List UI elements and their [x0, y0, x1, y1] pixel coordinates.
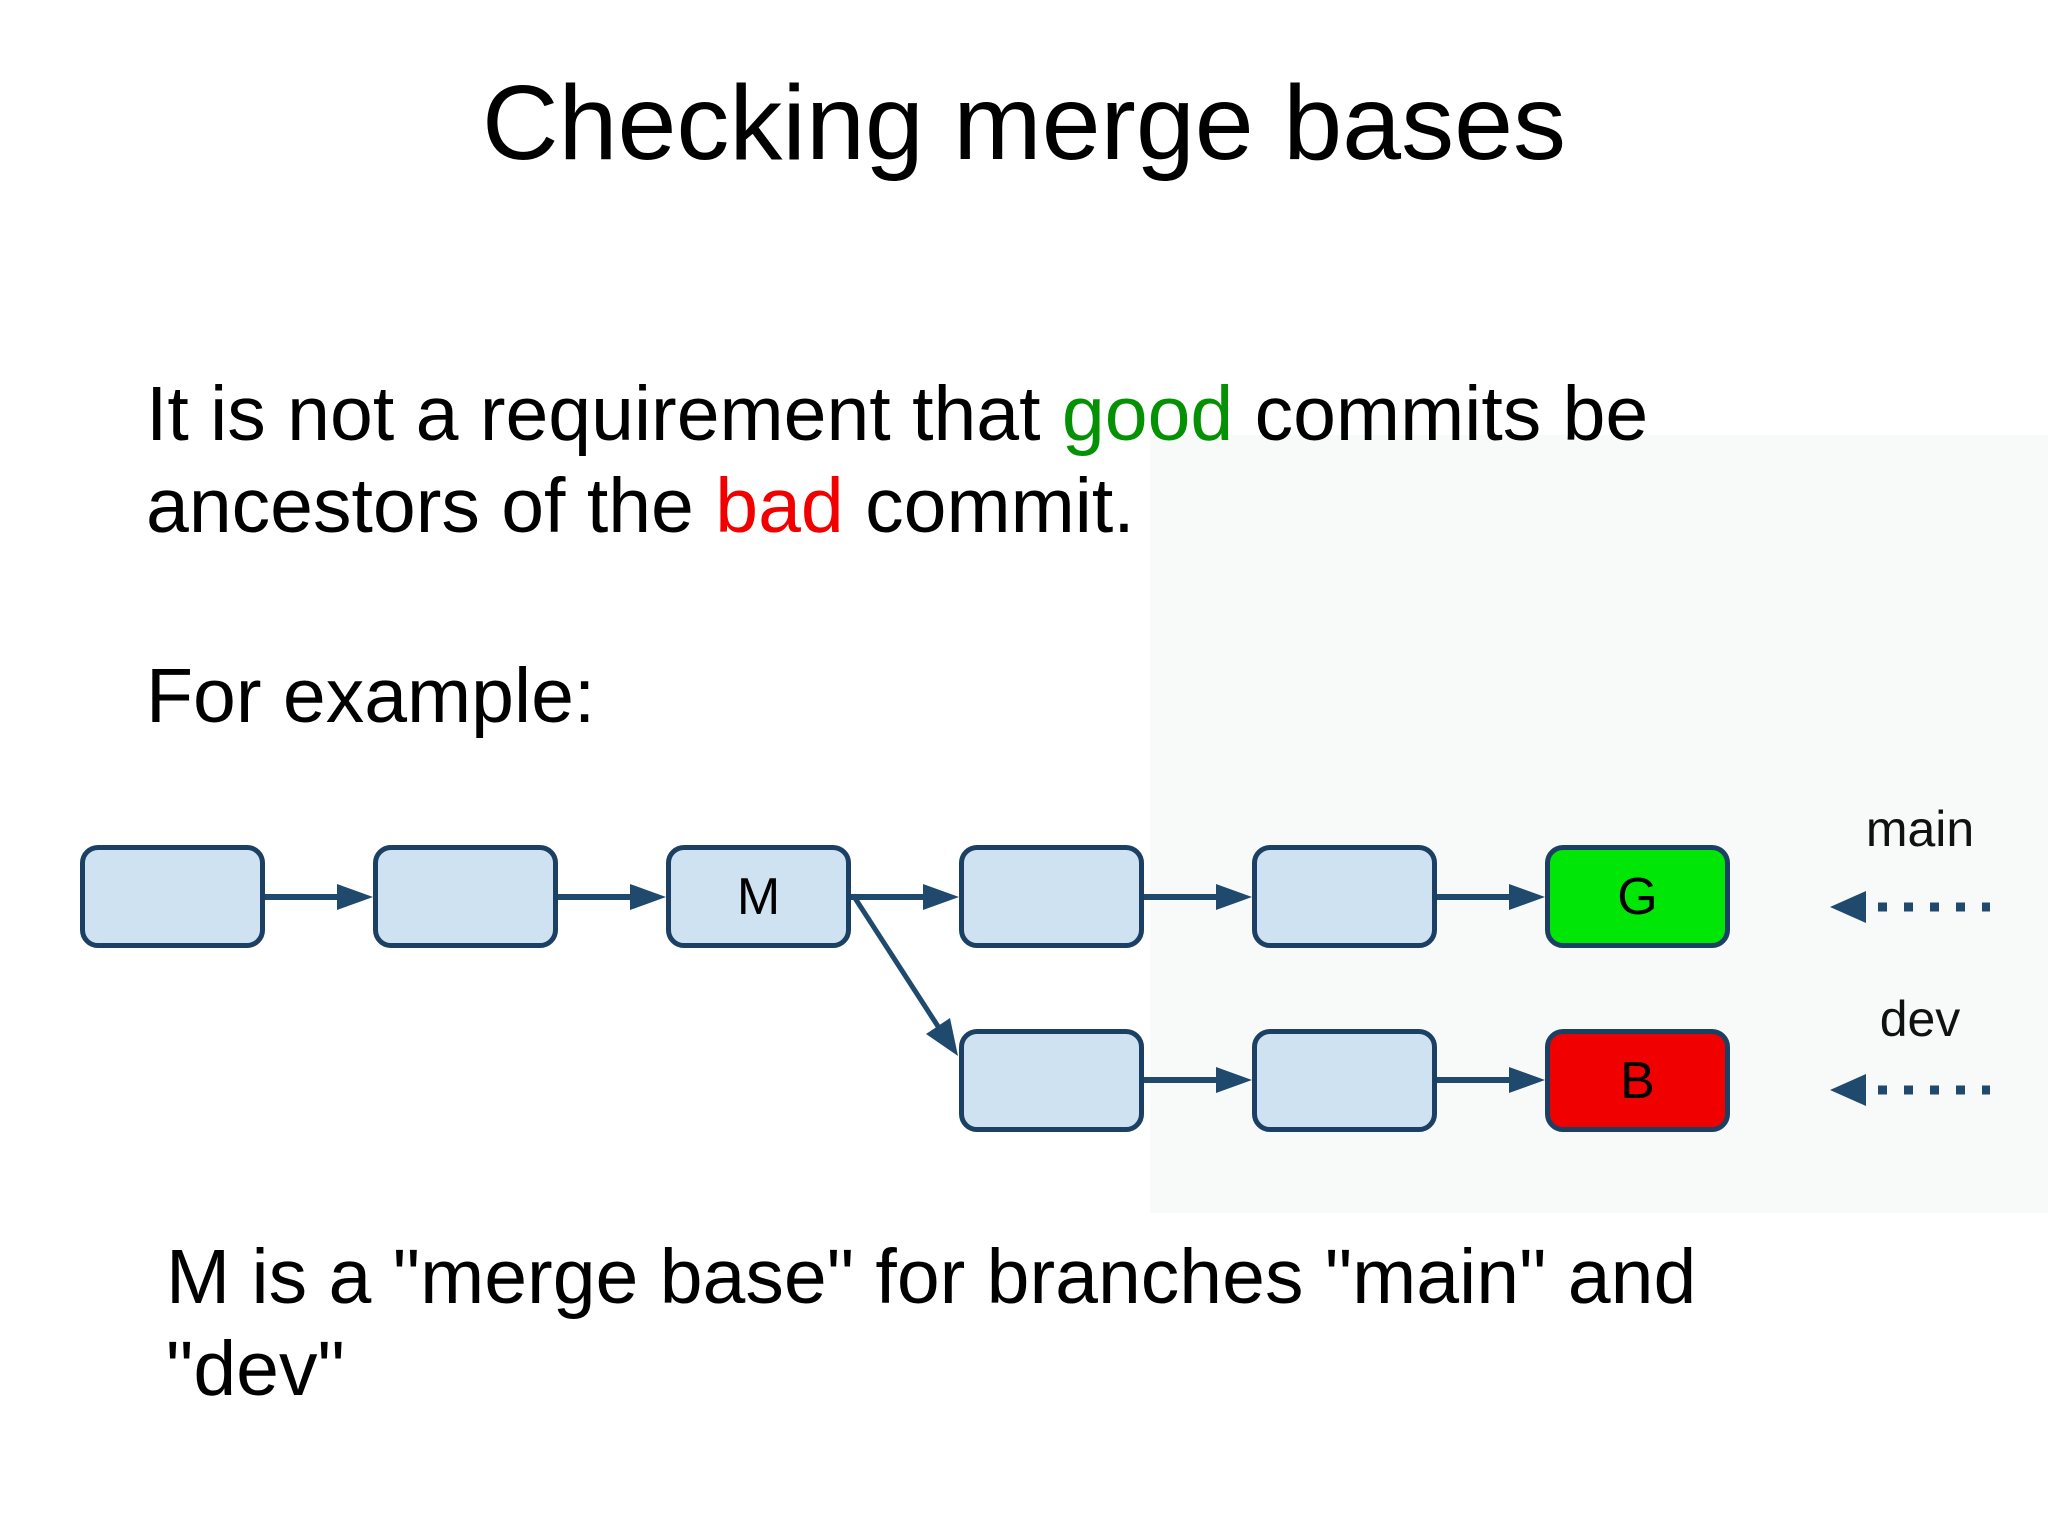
commit-box-merge-base: M [666, 845, 851, 948]
branch-label-main: main [1865, 801, 1975, 857]
commit-box-good: G [1545, 845, 1730, 948]
commit-box [80, 845, 265, 948]
note-line-1: M is a "merge base" for branches "main" … [166, 1234, 1697, 1320]
paragraph-text: commits be [1233, 371, 1649, 457]
note-line-2: "dev" [166, 1326, 345, 1412]
merge-branch-arrow [850, 893, 958, 1056]
commit-arrow [851, 884, 959, 910]
example-label: For example: [146, 653, 596, 739]
branch-label-dev: dev [1879, 991, 1961, 1047]
good-word: good [1061, 371, 1234, 457]
commit-box-bad: B [1545, 1029, 1730, 1132]
bad-word: bad [715, 463, 844, 549]
note-text: M is a "merge base" for branches "main" … [166, 1231, 1696, 1415]
commit-box [1252, 1029, 1437, 1132]
commit-box [959, 845, 1144, 948]
commit-box [1252, 845, 1437, 948]
paragraph-line-1: It is not a requirement that good commit… [146, 368, 1648, 460]
commit-arrow [558, 884, 666, 910]
paragraph-text: ancestors of the [146, 463, 716, 549]
commit-box [959, 1029, 1144, 1132]
commit-arrow [265, 884, 373, 910]
paragraph-text: It is not a requirement that [146, 371, 1062, 457]
slide-title: Checking merge bases [481, 64, 1567, 182]
body-paragraph: It is not a requirement that good commit… [146, 368, 1648, 552]
paragraph-line-2: ancestors of the bad commit. [146, 460, 1648, 552]
paragraph-text: commit. [843, 463, 1135, 549]
commit-box [373, 845, 558, 948]
